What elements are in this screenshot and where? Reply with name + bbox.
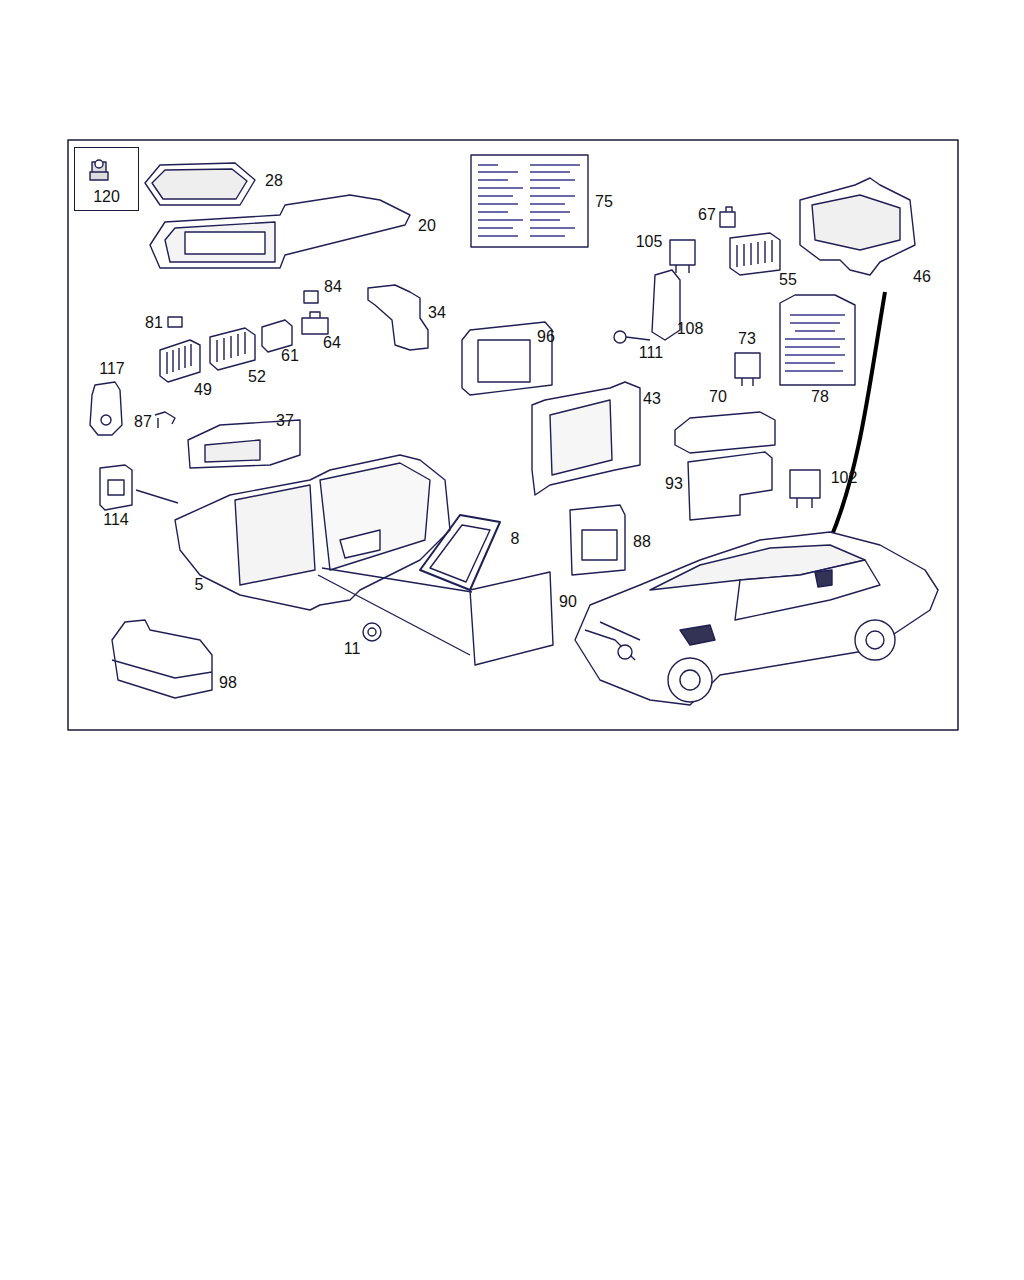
- callout-number: 111: [639, 345, 663, 361]
- callout-number: 96: [537, 329, 555, 345]
- callout-number: 78: [811, 389, 829, 405]
- callout-number: 105: [636, 234, 663, 250]
- callout-number: 117: [99, 361, 125, 377]
- callout-number: 87: [134, 414, 152, 430]
- callout-number: 114: [103, 512, 129, 528]
- callout-number: 61: [281, 348, 299, 364]
- callout-number: 64: [323, 335, 341, 351]
- callout-number: 75: [595, 194, 613, 210]
- callout-number: 34: [428, 305, 446, 321]
- callout-number: 70: [709, 389, 727, 405]
- callout-number: 46: [913, 269, 931, 285]
- callout-number: 73: [738, 331, 756, 347]
- callout-number: 8: [511, 531, 520, 547]
- callout-number: 28: [265, 173, 283, 189]
- callout-number: 43: [643, 391, 661, 407]
- callout-number: 84: [324, 279, 342, 295]
- callout-number: 67: [698, 207, 716, 223]
- callout-number: 37: [276, 413, 294, 429]
- callout-number: 49: [194, 382, 212, 398]
- callout-number: 98: [219, 675, 237, 691]
- callout-number: 108: [677, 321, 704, 337]
- callout-box: 120: [74, 147, 139, 211]
- callout-number: 93: [665, 476, 683, 492]
- callout-number: 88: [633, 534, 651, 550]
- callout-number: 120: [75, 188, 138, 206]
- callout-number: 11: [344, 641, 361, 657]
- callout-number: 102: [831, 470, 858, 486]
- callout-number: 55: [779, 272, 797, 288]
- callout-number: 20: [418, 218, 436, 234]
- callout-number: 5: [195, 577, 204, 593]
- callout-number: 81: [145, 315, 163, 331]
- callout-number: 52: [248, 369, 266, 385]
- callout-number: 90: [559, 594, 577, 610]
